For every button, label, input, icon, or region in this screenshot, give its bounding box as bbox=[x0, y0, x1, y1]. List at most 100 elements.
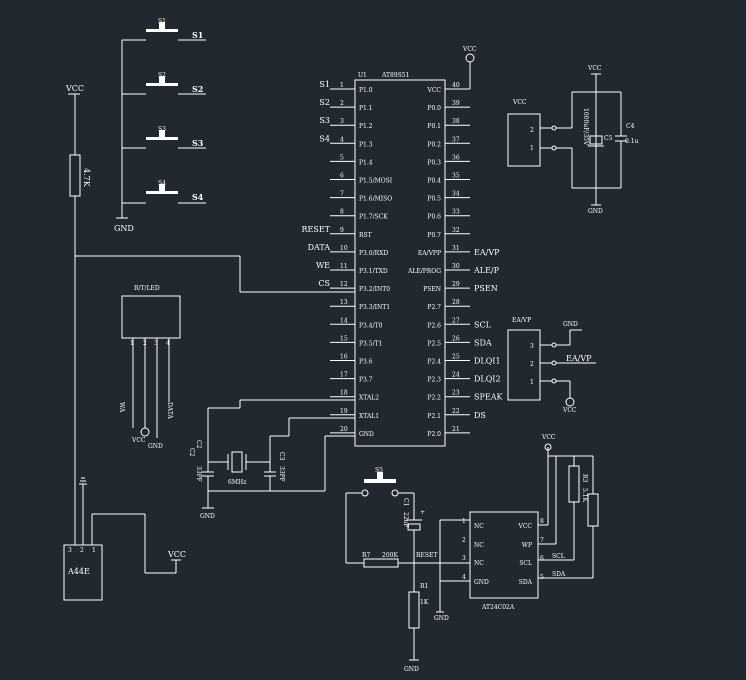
ea-pin-2: 2 bbox=[530, 361, 534, 368]
mcu-left-pin-number: 4 bbox=[340, 136, 344, 143]
led-pin-3: 3 bbox=[154, 340, 158, 347]
led-wa-label: WA bbox=[118, 402, 125, 413]
mcu-left-pin-name: XTAL1 bbox=[359, 413, 379, 420]
mcu-left-pin-number: 18 bbox=[340, 390, 348, 397]
c2-value: 33PF bbox=[195, 466, 202, 482]
mcu-left-pin-number: 13 bbox=[340, 299, 348, 306]
mcu-vcc: VCC bbox=[462, 46, 477, 53]
c5-vcc: VCC bbox=[587, 65, 602, 72]
led-gnd: GND bbox=[148, 443, 163, 450]
c1-value: 22uF bbox=[402, 512, 409, 528]
mcu-left-net-label: S3 bbox=[319, 116, 330, 125]
mod-pin-3: 3 bbox=[68, 547, 72, 554]
r3-ref: R3 bbox=[581, 474, 588, 483]
led-data-label: DATA bbox=[166, 402, 173, 419]
eeprom-left-pin-number: 2 bbox=[462, 537, 466, 544]
mcu-left-net-label: CS bbox=[318, 279, 330, 288]
pwr-pin-1: 1 bbox=[530, 145, 534, 152]
led-label: R/T/LED bbox=[134, 285, 160, 292]
mcu-right-pin-number: 29 bbox=[452, 281, 460, 288]
mcu-left-pin-number: 6 bbox=[340, 173, 344, 180]
eeprom-right-pin-number: 7 bbox=[540, 537, 544, 544]
mcu-ref: U1 bbox=[358, 72, 367, 79]
pullup-resistor: VCC 4.7K bbox=[65, 84, 355, 545]
mcu-right-pin-number: 22 bbox=[452, 408, 460, 415]
mcu-left-pin-number: 15 bbox=[340, 335, 348, 342]
c1-ref: C1 bbox=[402, 498, 409, 506]
eeprom-left-pin-number: 3 bbox=[462, 555, 466, 562]
c5-ref: C5 bbox=[604, 135, 613, 142]
mcu-right-pin-name: P0.6 bbox=[427, 214, 441, 221]
mcu-right-pin-name: P2.0 bbox=[427, 431, 441, 438]
mcu-left-pin-name: P1.4 bbox=[359, 159, 373, 166]
c2-ref-alt: C2 bbox=[188, 448, 195, 457]
mcu-right-pin-name: P2.2 bbox=[427, 395, 441, 402]
mcu-right-pin-number: 25 bbox=[452, 354, 460, 361]
mcu-right-pin-name: VCC bbox=[426, 87, 441, 94]
mcu-left-pin-name: P3.2/INT0 bbox=[359, 286, 390, 293]
mcu-left-pin-name: XTAL2 bbox=[359, 395, 379, 402]
mcu-left-pin-name: P3.1/TXD bbox=[359, 268, 388, 275]
reset-circuit: S5 + C1 22uF R7 200K RESET R1 1K GND bbox=[345, 467, 470, 673]
mcu-right-pin-number: 26 bbox=[452, 335, 460, 342]
eeprom-right-pin-number: 8 bbox=[540, 518, 544, 525]
mcu-right-net-label: EA/VP bbox=[474, 248, 500, 257]
mcu-right-pin-number: 38 bbox=[452, 118, 460, 125]
mcu-left-pin-number: 10 bbox=[340, 245, 348, 252]
pwr-pin-2: 2 bbox=[530, 127, 534, 134]
r7-ref: R7 bbox=[362, 552, 371, 559]
eeprom-left-pin-number: 1 bbox=[462, 518, 466, 525]
mcu-left-net-label: S1 bbox=[319, 80, 330, 89]
mcu-right-pin-number: 24 bbox=[452, 372, 460, 379]
mcu-right-pin-name: EA/VPP bbox=[418, 250, 441, 257]
mcu-right-pin-number: 40 bbox=[452, 82, 460, 89]
mcu-left-pin-name: P1.3 bbox=[359, 141, 373, 148]
mcu-right-net-label: DS bbox=[474, 411, 486, 420]
mcu-left-pin-number: 2 bbox=[340, 100, 344, 107]
eeprom-left-pin-number: 4 bbox=[462, 574, 466, 581]
c4-ref: C4 bbox=[626, 123, 635, 130]
vcc-label: VCC bbox=[65, 84, 84, 93]
mcu-right-pin-name: P2.1 bbox=[427, 413, 441, 420]
c3-ref: C3 bbox=[278, 452, 285, 461]
mcu-right-pin-name: P2.7 bbox=[427, 304, 441, 311]
switch-ref-s1: S1 bbox=[158, 18, 166, 25]
mcu-right-pin-number: 35 bbox=[452, 173, 460, 180]
mcu-right-pin-number: 30 bbox=[452, 263, 460, 270]
power-connector: VCC 2 1 VCC C5 1000uF/35V C4 0.1u GND bbox=[507, 65, 639, 215]
mcu-left-pin-name: P1.2 bbox=[359, 123, 373, 130]
mcu-right-net-label: ALE/P bbox=[473, 266, 500, 275]
mcu-left-net-label: RESET bbox=[301, 225, 330, 234]
c2-ref: C2 bbox=[195, 440, 202, 449]
mcu-right-pin-number: 31 bbox=[452, 245, 460, 252]
ea-conn-label: EA/VP bbox=[512, 317, 531, 324]
r1-ref: R1 bbox=[420, 583, 428, 590]
mcu-left-net-label: S4 bbox=[319, 134, 330, 143]
mcu-right-pin-number: 34 bbox=[452, 191, 460, 198]
reset-net: RESET bbox=[416, 552, 437, 559]
mcu-left-pin-name: P1.1 bbox=[359, 105, 373, 112]
mcu-right-net-label: DLQI2 bbox=[474, 375, 501, 384]
mcu-right-pin-name: ALE/PROG bbox=[407, 268, 441, 275]
mcu-right-pin-number: 39 bbox=[452, 100, 460, 107]
switch-ref-s2: S2 bbox=[158, 72, 166, 79]
mcu-right-pin-number: 27 bbox=[452, 317, 460, 324]
mcu-left-pin-number: 12 bbox=[340, 281, 348, 288]
net-label-s3: S3 bbox=[192, 138, 204, 148]
eeprom-left-pin-name: NC bbox=[474, 560, 484, 567]
mcu-left-pin-name: P3.4/T0 bbox=[359, 322, 383, 329]
mcu-right-pin-number: 33 bbox=[452, 209, 460, 216]
mcu-left-pin-name: P1.6/MISO bbox=[359, 196, 392, 203]
eeprom-right-pin-name: SCL bbox=[519, 560, 532, 567]
eeprom-right-pin-number: 6 bbox=[540, 555, 544, 562]
mcu-right-pin-number: 28 bbox=[452, 299, 460, 306]
mcu-right-pin-number: 32 bbox=[452, 227, 460, 234]
ea-pin-1: 1 bbox=[530, 379, 534, 386]
mcu-left-net-label: WE bbox=[316, 261, 330, 270]
switch-ref-s4: S4 bbox=[158, 180, 166, 187]
module-label: A44E bbox=[67, 567, 90, 576]
mcu-right-net-label: SDA bbox=[474, 338, 492, 347]
mcu-left-pin-name: P3.5/T1 bbox=[359, 340, 382, 347]
mcu-left-net-label: DATA bbox=[308, 243, 331, 252]
mcu-left-pin-name: GND bbox=[359, 431, 374, 438]
